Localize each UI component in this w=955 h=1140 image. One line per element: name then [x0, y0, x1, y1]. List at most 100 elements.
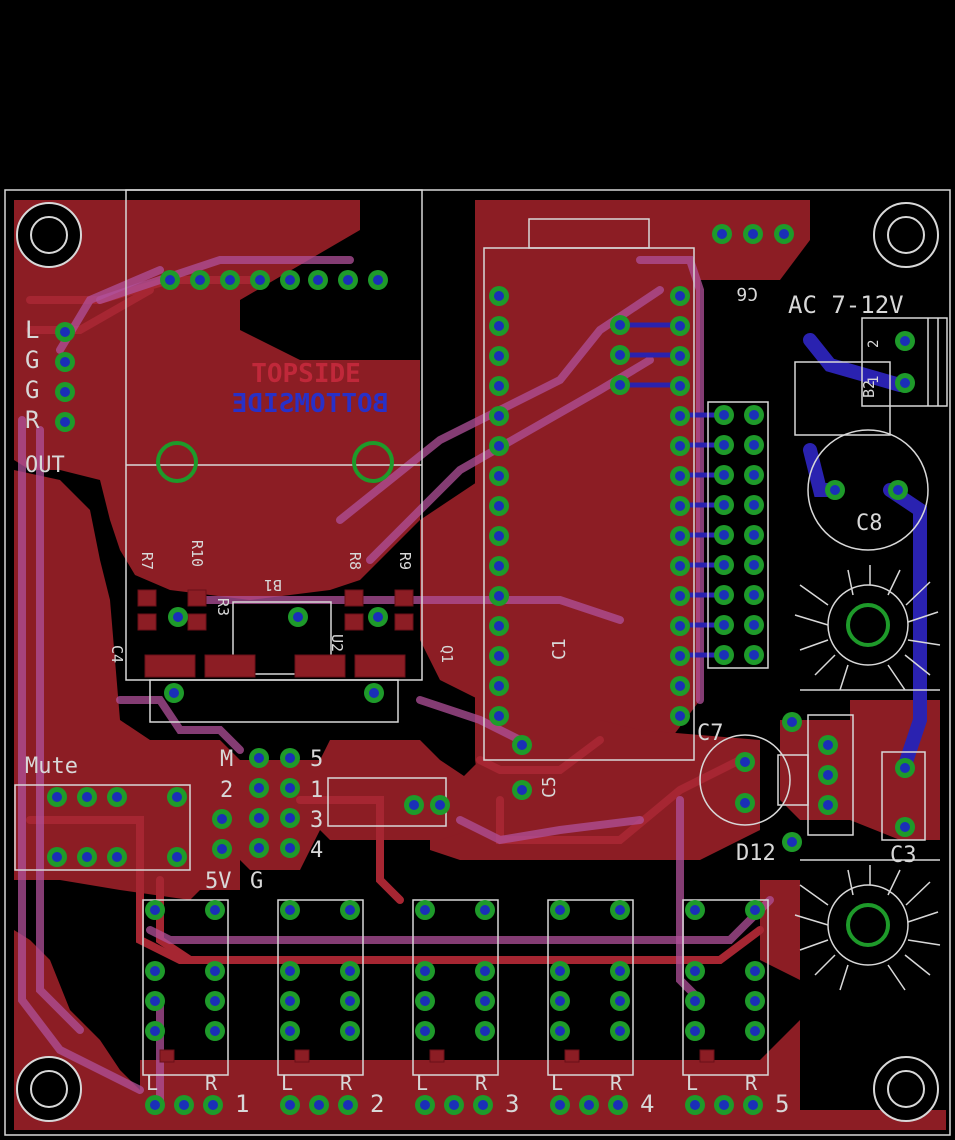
pad-drill — [615, 1026, 625, 1036]
pad-drill — [749, 560, 759, 570]
ac-input-label: AC 7-12V — [788, 291, 904, 319]
pad-drill — [748, 1100, 758, 1110]
pad-drill — [749, 530, 759, 540]
board-outline — [4, 189, 951, 1136]
c7-label: C7 — [697, 721, 724, 746]
mounting-hole-top-right — [873, 202, 939, 268]
pad-drill — [717, 229, 727, 239]
pad-drill — [217, 844, 227, 854]
pad-drill — [369, 688, 379, 698]
pad-drill — [749, 470, 759, 480]
pad-drill — [478, 1100, 488, 1110]
pad-drill — [480, 1026, 490, 1036]
pad-drill — [285, 1026, 295, 1036]
silkscreen-text: TOPSIDE BOTTOMSIDE AC 7-12V OUT Mute L G… — [25, 283, 917, 894]
pad-drill — [173, 612, 183, 622]
channel-5-right-label: R — [745, 1071, 758, 1095]
pad-drill — [787, 717, 797, 727]
pad-drill — [555, 905, 565, 915]
pad-drill — [750, 1026, 760, 1036]
pad-drill — [823, 740, 833, 750]
channel-4-num-label: 4 — [640, 1090, 654, 1118]
b1-label: B1 — [264, 576, 282, 594]
pad-drill — [208, 1100, 218, 1110]
mounting-holes — [16, 202, 939, 1122]
pad-drill — [750, 996, 760, 1006]
c6-label: C6 — [736, 283, 758, 304]
output-pin-l-label: L — [25, 316, 39, 344]
pad-drill — [893, 485, 903, 495]
pad-drill — [719, 560, 729, 570]
pad-drill — [285, 966, 295, 976]
output-pin-r-label: R — [25, 406, 40, 434]
u2-label: U2 — [328, 634, 346, 652]
pad-drill — [690, 996, 700, 1006]
pad-drill — [179, 1100, 189, 1110]
pad-drill — [517, 740, 527, 750]
pad-drill — [165, 275, 175, 285]
channel-2-outline — [277, 899, 364, 1076]
pad-drill — [900, 822, 910, 832]
pad-drill — [675, 321, 685, 331]
pad-drill — [494, 681, 504, 691]
out-label: OUT — [25, 453, 65, 478]
d12-label: D12 — [736, 841, 776, 866]
pad-drill — [373, 275, 383, 285]
pad-drill — [690, 905, 700, 915]
pad-drill — [345, 1026, 355, 1036]
smd-pads — [137, 589, 715, 1063]
pad-drill — [112, 792, 122, 802]
c7-outline — [699, 734, 791, 826]
pad-drill — [748, 229, 758, 239]
pad-drill — [285, 783, 295, 793]
r7-label: R7 — [138, 552, 156, 570]
pad-drill — [420, 966, 430, 976]
selector-2-label: 2 — [220, 778, 233, 803]
pad-drill — [60, 387, 70, 397]
pad-drill — [420, 1100, 430, 1110]
b1-outline — [232, 601, 332, 675]
pad-drill — [675, 531, 685, 541]
pad-drill — [420, 1026, 430, 1036]
channel-1-outline — [142, 899, 229, 1076]
c3-outline — [881, 751, 926, 841]
heatsink-bottom — [794, 859, 941, 991]
pin-header-outline — [707, 401, 769, 669]
pad-drill — [285, 813, 295, 823]
b2-label: B2 — [860, 380, 878, 398]
r9-label: R9 — [396, 552, 414, 570]
pad-drill — [749, 590, 759, 600]
pad-drill — [254, 843, 264, 853]
bottomside-label: BOTTOMSIDE — [232, 389, 389, 419]
pad-drill — [517, 785, 527, 795]
r8-label: R8 — [346, 552, 364, 570]
pad-drill — [225, 275, 235, 285]
pad-drill — [494, 621, 504, 631]
pad-drill — [494, 411, 504, 421]
selector-3-label: 3 — [310, 808, 323, 833]
pad-drill — [494, 561, 504, 571]
selector-1-label: 1 — [310, 778, 323, 803]
pad-drill — [823, 800, 833, 810]
heatsink-pad-top — [846, 603, 890, 647]
pad-drill — [285, 1100, 295, 1110]
pad-drill — [750, 905, 760, 915]
channel-3-right-label: R — [475, 1071, 488, 1095]
pad-drill — [313, 275, 323, 285]
pad-drill — [719, 1100, 729, 1110]
pad-drill — [719, 590, 729, 600]
channel-1-right-label: R — [205, 1071, 218, 1095]
pad-drill — [690, 1026, 700, 1036]
pad-drill — [787, 837, 797, 847]
q1-label: Q1 — [438, 645, 456, 663]
pad-drill — [675, 711, 685, 721]
pad-drill — [343, 1100, 353, 1110]
channel-1-left-label: L — [146, 1071, 158, 1095]
selector-5-label: 5 — [310, 747, 323, 772]
pad-drill — [373, 612, 383, 622]
pad-drill — [675, 441, 685, 451]
pad-drill — [675, 501, 685, 511]
topside-label: TOPSIDE — [251, 359, 361, 389]
